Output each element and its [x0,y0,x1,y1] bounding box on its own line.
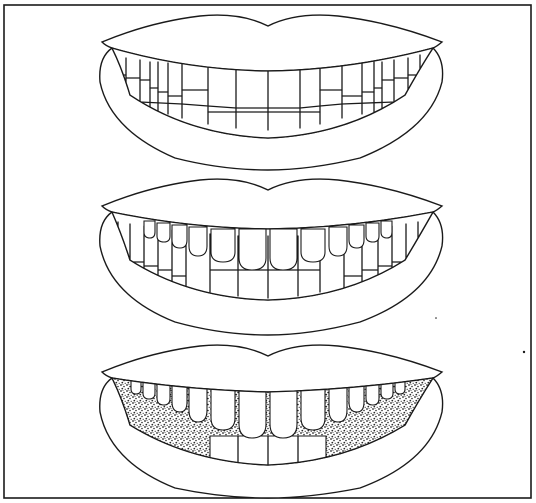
premolar-left [172,384,187,412]
smile-panel-2 [90,179,450,335]
scan-speck [523,351,525,353]
smile-panel-3 [90,345,450,498]
premolar-right [349,225,364,248]
incisor-right-lateral [301,229,325,262]
incisor-left-central [239,229,266,270]
incisor-right-central [270,386,297,438]
incisor-left-lateral [211,229,235,262]
smile-panel-1 [90,15,450,170]
canine-left [189,227,207,256]
incisor-right-lateral [301,386,325,430]
canine-left [189,385,207,422]
incisor-left-central [239,386,266,438]
canine-right [329,227,347,256]
premolar-left [172,225,187,248]
canine-right [329,385,347,422]
incisor-right-central [270,229,297,270]
scan-speck [435,317,437,319]
incisor-left-lateral [211,386,235,430]
